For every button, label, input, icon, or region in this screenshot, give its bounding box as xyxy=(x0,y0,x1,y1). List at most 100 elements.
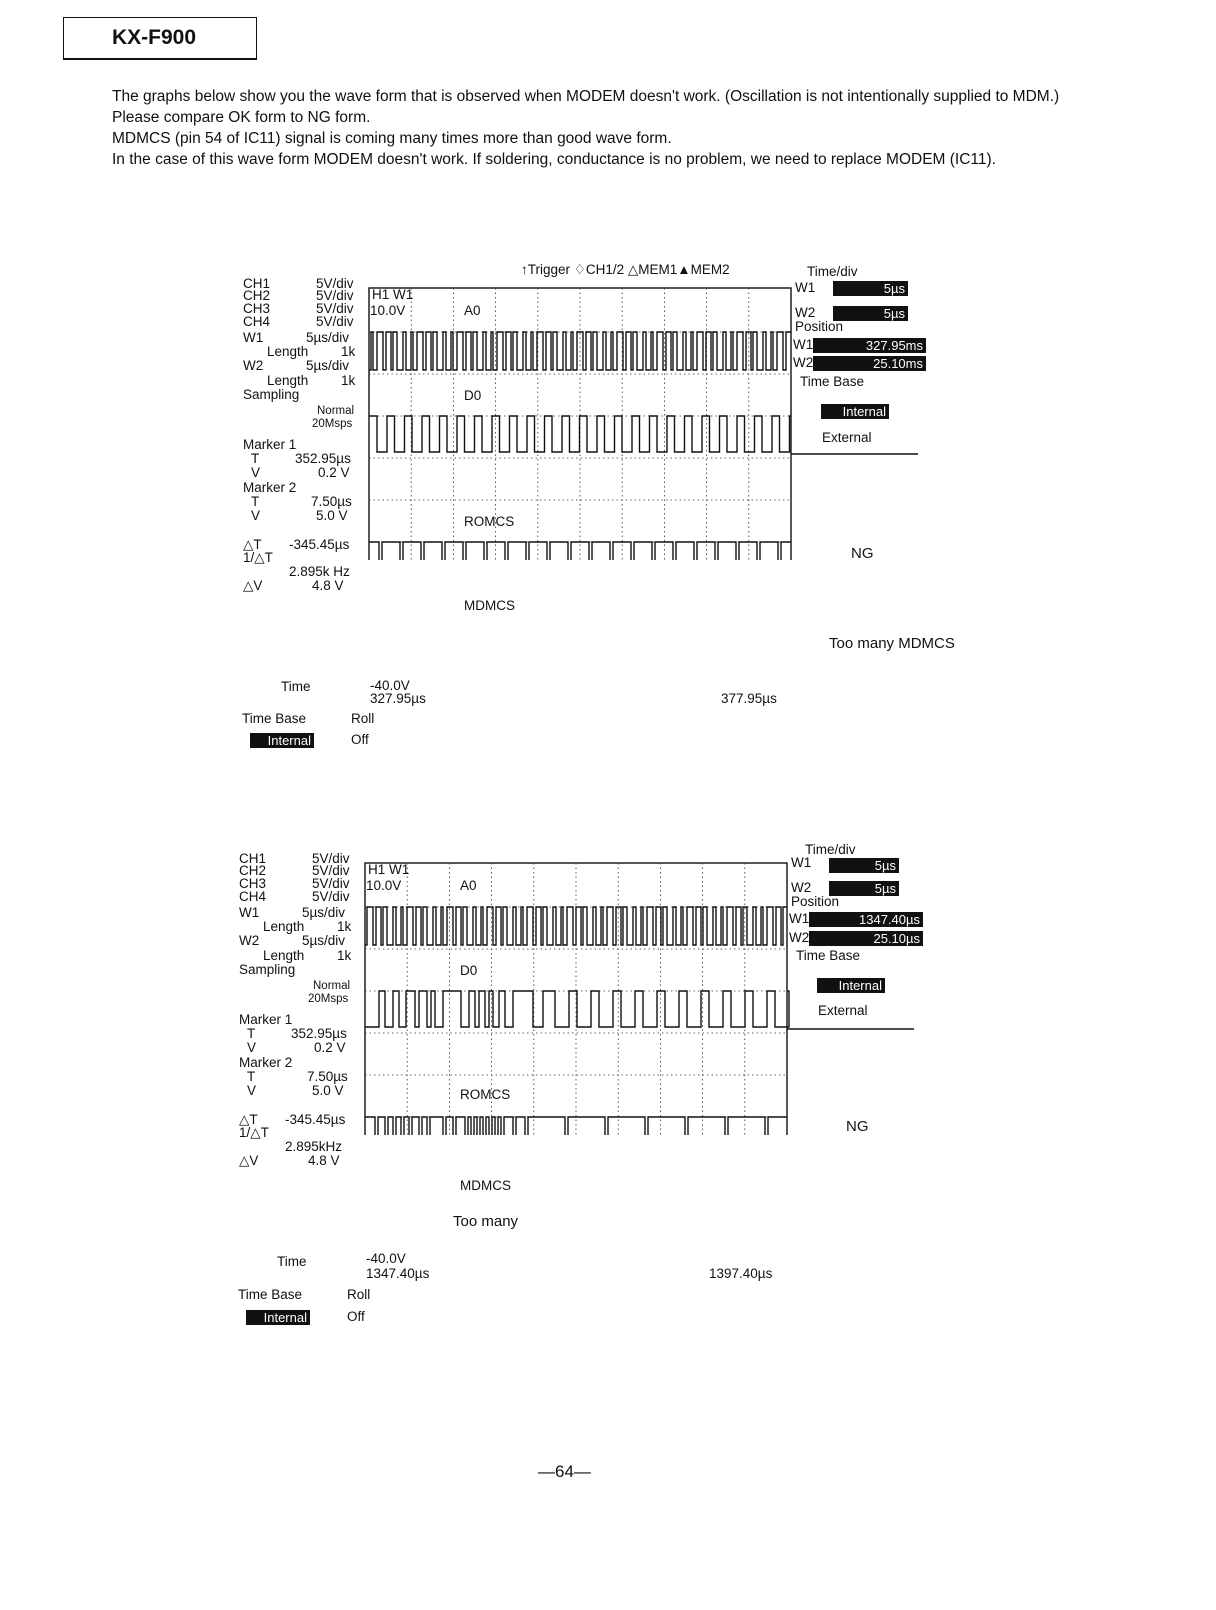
trace-d0-label: D0 xyxy=(460,963,478,978)
sampling-rate: 20Msps xyxy=(312,418,353,430)
right-internal: Internal xyxy=(817,978,885,993)
delta-v-value: 4.8 V xyxy=(312,578,344,593)
trace-mdmcs-label: MDMCS xyxy=(464,598,515,613)
w1-label: W1 xyxy=(239,905,260,920)
annotation-too-many: Too many xyxy=(453,1213,519,1230)
w2-label: W2 xyxy=(239,933,260,948)
annotation-too-many-mdmcs: Too many MDMCS xyxy=(829,635,955,652)
ch4-label: CH4 xyxy=(239,889,267,904)
scope-1-grid xyxy=(368,287,918,560)
intro-text: The graphs below show you the wave form … xyxy=(112,86,1082,170)
m1-t-label: T xyxy=(251,451,260,466)
status-ng: NG xyxy=(846,1118,869,1135)
delta-v-value: 4.8 V xyxy=(308,1153,340,1168)
m2-t-label: T xyxy=(251,494,260,509)
trace-romcs-label: ROMCS xyxy=(464,514,515,529)
ch2-label: CH2 xyxy=(239,863,267,878)
m2-v-label: V xyxy=(247,1083,257,1098)
delta-v-label: △V xyxy=(239,1153,259,1168)
intro-line-1: The graphs below show you the wave form … xyxy=(112,88,1060,105)
inv-delta-t-label: 1/△T xyxy=(243,550,273,565)
roll-value: Off xyxy=(351,732,369,747)
tdw2-value: 5µs xyxy=(833,306,908,321)
length2-value: 1k xyxy=(341,373,356,388)
inv-delta-t-value: 2.895kHz xyxy=(285,1139,343,1154)
w1-value: 5µs/div xyxy=(302,905,346,920)
ch1-value: 5V/div xyxy=(316,276,354,291)
m1-t-value: 352.95µs xyxy=(291,1026,347,1041)
delta-t-value: -345.45µs xyxy=(285,1112,346,1127)
time-base-internal: Internal xyxy=(250,733,314,748)
w2-value: 5µs/div xyxy=(302,933,346,948)
ch3-label: CH3 xyxy=(243,301,271,316)
w2-value: 5µs/div xyxy=(306,358,350,373)
sampling-mode: Normal xyxy=(313,980,351,992)
time-end-label: 1397.40µs xyxy=(709,1266,773,1281)
roll-label: Roll xyxy=(351,711,375,726)
tdw1-label: W1 xyxy=(795,280,816,295)
scale-label: 10.0V xyxy=(370,303,406,318)
tdw1-label: W1 xyxy=(791,855,812,870)
sampling-label: Sampling xyxy=(243,387,300,402)
length1-value: 1k xyxy=(337,919,352,934)
pw2-label: W2 xyxy=(793,355,814,370)
sampling-rate: 20Msps xyxy=(308,993,349,1005)
status-ng: NG xyxy=(851,545,874,562)
m1-v-label: V xyxy=(251,465,261,480)
ch4-label: CH4 xyxy=(243,314,271,329)
pw1-label: W1 xyxy=(793,337,814,352)
ch2-label: CH2 xyxy=(243,288,271,303)
intro-line-3: MDMCS (pin 54 of IC11) signal is coming … xyxy=(112,130,672,147)
ch2-value: 5V/div xyxy=(316,288,354,303)
marker1-label: Marker 1 xyxy=(243,437,297,452)
position-label: Position xyxy=(795,319,844,334)
scope-2-grid xyxy=(364,862,914,1135)
marker1-label: Marker 1 xyxy=(239,1012,293,1027)
scope-capture-1: ↑Trigger ♢CH1/2 △MEM1▲MEM2 CH1 5V/div CH… xyxy=(0,0,1216,748)
m1-v-value: 0.2 V xyxy=(314,1040,346,1055)
length1-label: Length xyxy=(267,344,309,359)
intro-line-4: In the case of this wave form MODEM does… xyxy=(112,151,996,168)
time-start-label: 327.95µs xyxy=(370,691,426,706)
w1-value: 5µs/div xyxy=(306,330,350,345)
tdw2-label: W2 xyxy=(791,880,812,895)
time-base-internal: Internal xyxy=(246,1310,310,1325)
pw2-label: W2 xyxy=(789,930,810,945)
time-div-label: Time/div xyxy=(805,842,856,857)
pw1-value: 327.95ms xyxy=(813,338,926,353)
page-number: —64— xyxy=(538,1462,591,1481)
right-external: External xyxy=(818,1003,868,1018)
trace-romcs-label: ROMCS xyxy=(460,1087,511,1102)
trace-a0-label: A0 xyxy=(464,303,481,318)
pw1-value: 1347.40µs xyxy=(809,912,923,927)
right-internal: Internal xyxy=(821,404,889,419)
sampling-mode: Normal xyxy=(317,405,355,417)
m2-t-value: 7.50µs xyxy=(311,494,352,509)
inv-delta-t-value: 2.895k Hz xyxy=(289,564,350,579)
delta-t-value: -345.45µs xyxy=(289,537,350,552)
delta-v-label: △V xyxy=(243,578,263,593)
right-time-base-label: Time Base xyxy=(800,374,865,389)
inv-delta-t-label: 1/△T xyxy=(239,1125,269,1140)
ch3-value: 5V/div xyxy=(316,301,354,316)
length1-label: Length xyxy=(263,919,305,934)
trigger-header: ↑Trigger ♢CH1/2 △MEM1▲MEM2 xyxy=(521,262,730,277)
time-start-label: 1347.40µs xyxy=(366,1266,430,1281)
pw2-value: 25.10µs xyxy=(809,931,923,946)
length2-label: Length xyxy=(263,948,305,963)
bottom-volt-label: -40.0V xyxy=(370,678,410,693)
m1-v-value: 0.2 V xyxy=(318,465,350,480)
w2-label: W2 xyxy=(243,358,264,373)
ch3-label: CH3 xyxy=(239,876,267,891)
length2-value: 1k xyxy=(337,948,352,963)
w1-label: W1 xyxy=(243,330,264,345)
h1w1-label: H1 W1 xyxy=(372,287,414,302)
right-external: External xyxy=(822,430,872,445)
trace-mdmcs-label: MDMCS xyxy=(460,1178,511,1193)
m2-v-value: 5.0 V xyxy=(312,1083,344,1098)
delta-t-label: △T xyxy=(239,1112,258,1127)
bottom-volt-label: -40.0V xyxy=(366,1251,406,1266)
m1-t-value: 352.95µs xyxy=(295,451,351,466)
pw1-label: W1 xyxy=(789,911,810,926)
marker2-label: Marker 2 xyxy=(239,1055,293,1070)
